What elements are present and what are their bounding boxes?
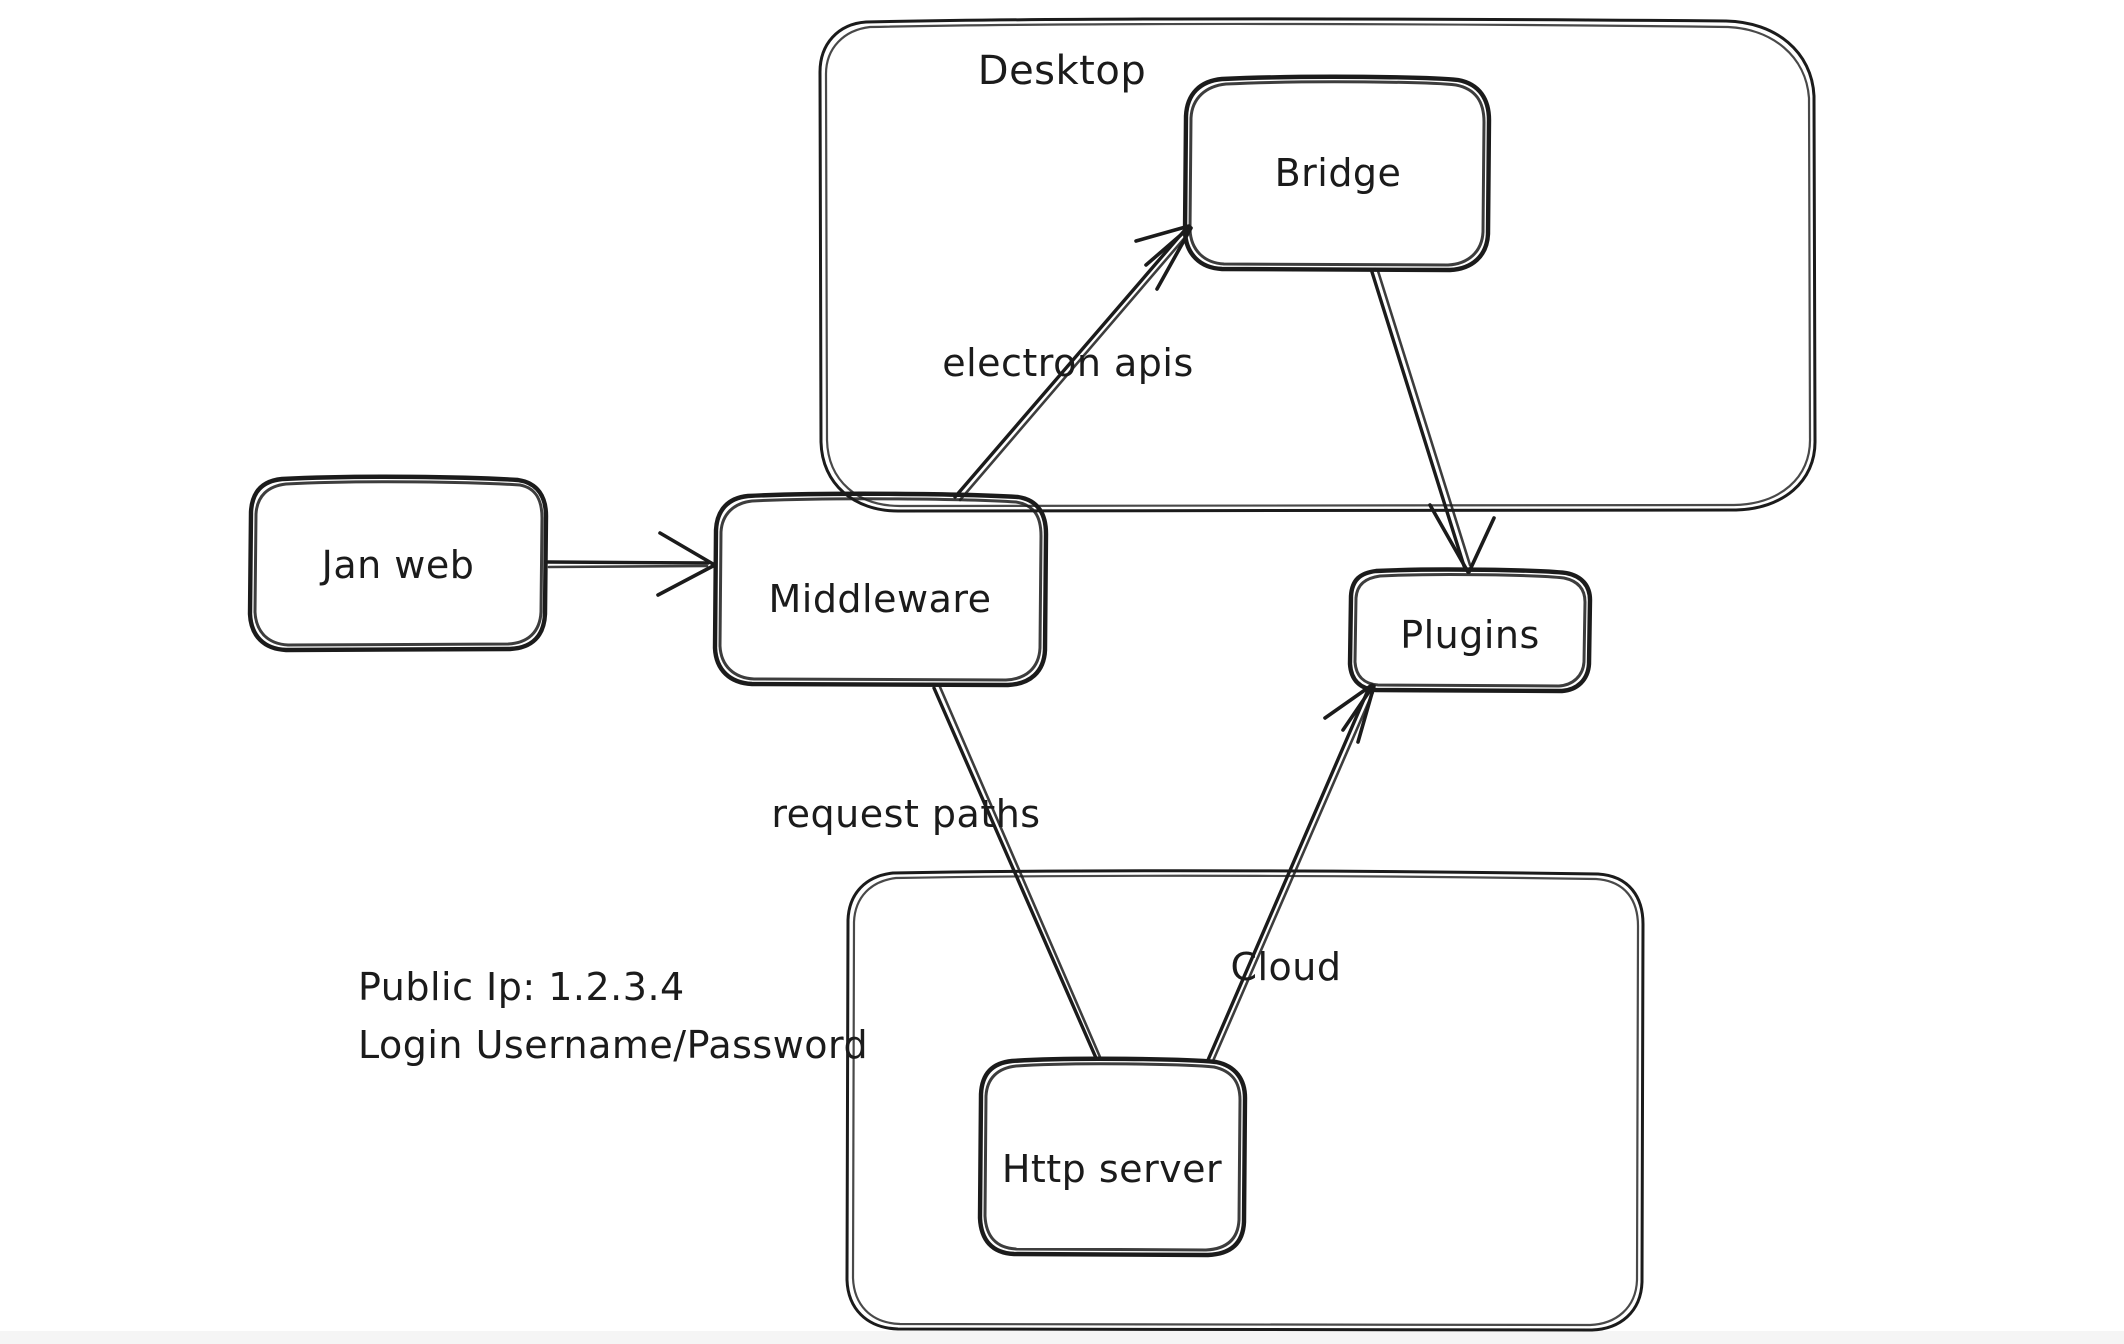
- note-login-credentials: Login Username/Password: [358, 1023, 868, 1067]
- edge-line: [1206, 688, 1370, 1062]
- desktop-boundary-sketch: [824, 22, 1812, 508]
- cloud-boundary: [845, 869, 1645, 1332]
- cloud-boundary-sketch: [851, 874, 1640, 1327]
- group-label-desktop: Desktop: [978, 48, 1146, 94]
- node-box-sketch: [1353, 573, 1587, 688]
- arrowhead-right: [1356, 684, 1376, 744]
- arrowhead-right: [1467, 516, 1496, 574]
- edge-http-server-to-plugins: Cloud: [1206, 683, 1376, 1063]
- edge-label-electron-apis: electron apis: [942, 341, 1194, 385]
- edge-label-request-paths: request paths: [771, 792, 1040, 836]
- arrowhead-lower: [656, 564, 715, 597]
- node-box: [247, 474, 549, 653]
- node-http-server[interactable]: Http server: [977, 1056, 1248, 1258]
- edge-line-sketch: [958, 232, 1190, 502]
- edge-line-sketch: [1376, 269, 1472, 567]
- node-label-middleware: Middleware: [768, 577, 991, 621]
- node-label-http-server: Http server: [1002, 1147, 1222, 1191]
- edge-middleware-to-http-server: request paths: [771, 685, 1102, 1060]
- edge-line-sketch: [1211, 690, 1375, 1063]
- node-box: [977, 1056, 1248, 1258]
- edge-middleware-to-bridge: electron apis: [942, 224, 1194, 502]
- edge-line-sketch: [938, 685, 1102, 1059]
- node-label-plugins: Plugins: [1400, 613, 1540, 657]
- arrowhead-left: [1323, 683, 1374, 720]
- edge-line: [1370, 270, 1466, 568]
- node-box: [712, 491, 1049, 688]
- node-middleware[interactable]: Middleware: [712, 491, 1049, 688]
- node-box-sketch: [983, 1062, 1242, 1252]
- node-plugins[interactable]: Plugins: [1347, 567, 1593, 694]
- node-box-sketch: [718, 497, 1043, 682]
- edge-bridge-to-plugins: [1370, 269, 1496, 574]
- bottom-edge-strip: [0, 1331, 2124, 1344]
- node-box-sketch: [253, 480, 544, 647]
- arrowhead-lower: [1134, 224, 1191, 243]
- node-bridge[interactable]: Bridge: [1182, 74, 1492, 273]
- group-desktop: Desktop: [818, 17, 1817, 513]
- edge-line: [546, 560, 710, 565]
- edge-jan-web-to-middleware: [546, 531, 715, 597]
- notes-block: Public Ip: 1.2.3.4 Login Username/Passwo…: [358, 965, 868, 1067]
- node-label-bridge: Bridge: [1275, 151, 1402, 195]
- edge-line: [932, 686, 1098, 1060]
- node-box: [1182, 74, 1492, 273]
- arrowhead-upper: [658, 531, 715, 566]
- arrowhead-left: [1428, 503, 1470, 574]
- arrowhead-mid: [1341, 684, 1375, 732]
- desktop-boundary: [818, 17, 1817, 513]
- edge-line: [953, 229, 1186, 499]
- edge-line-sketch: [547, 564, 709, 569]
- node-jan-web[interactable]: Jan web: [247, 474, 549, 653]
- edge-label-cloud: Cloud: [1230, 945, 1341, 989]
- group-cloud: [845, 869, 1645, 1332]
- node-box-sketch: [1188, 80, 1486, 267]
- arrowhead-mid: [1144, 225, 1192, 267]
- note-public-ip: Public Ip: 1.2.3.4: [358, 965, 685, 1009]
- node-label-jan-web: Jan web: [320, 543, 475, 587]
- node-box: [1347, 567, 1593, 694]
